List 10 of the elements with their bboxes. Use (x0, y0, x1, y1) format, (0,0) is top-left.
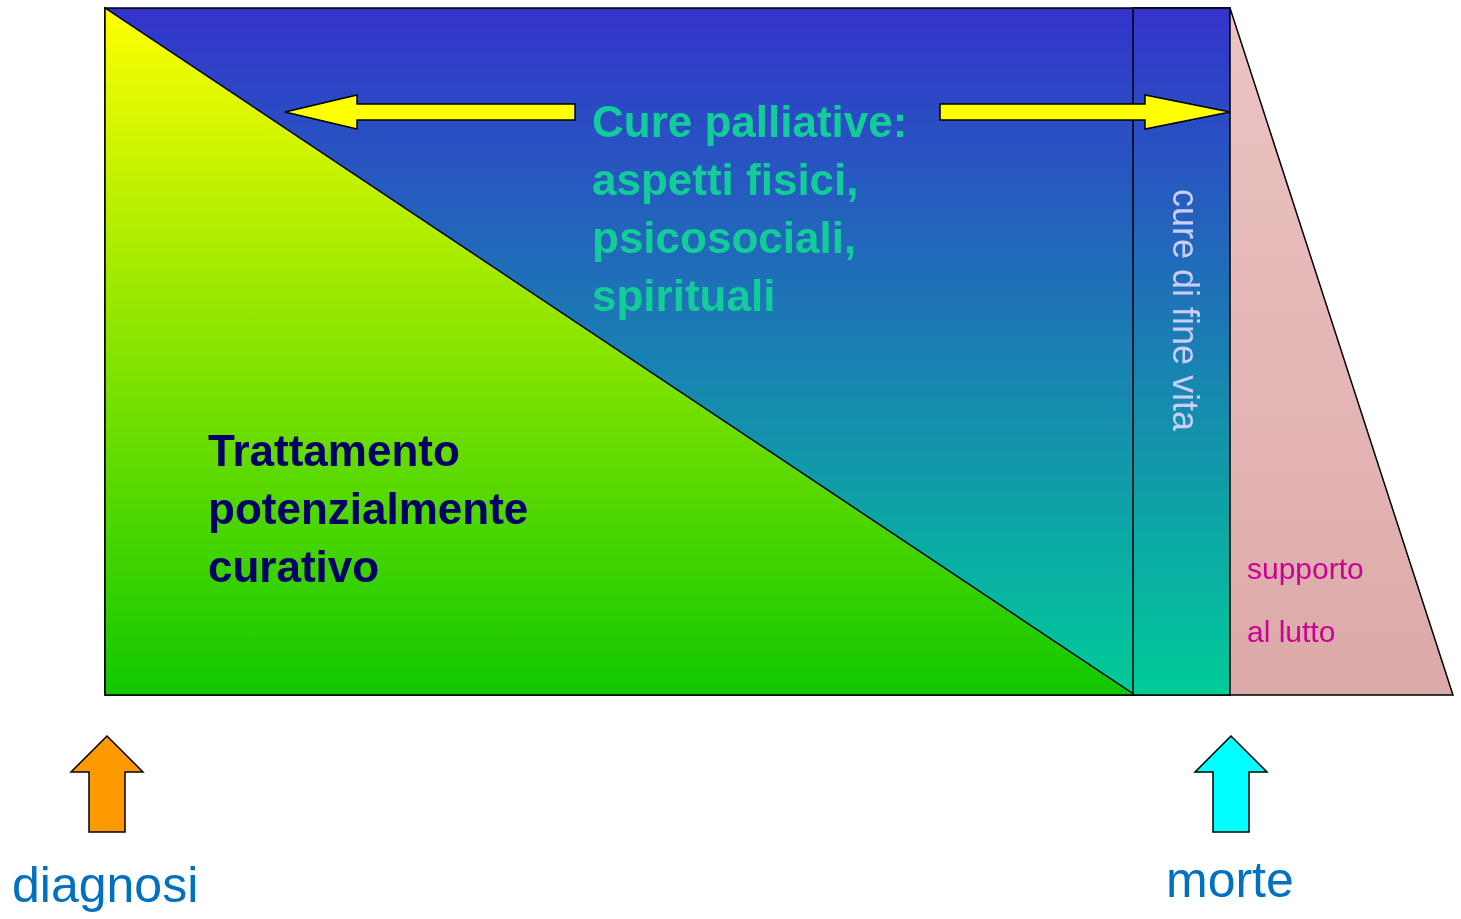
timeline-label: diagnosi (12, 856, 200, 915)
area-heading: Cure palliative: aspetti fisici, psicosociali, spirituali (592, 96, 909, 322)
timeline-label: morte (1166, 851, 1295, 910)
column-label: cure di fine vita (1165, 187, 1205, 434)
direction-arrow (284, 94, 576, 130)
up-arrow (69, 734, 145, 833)
area-label: supporto al lutto (1247, 551, 1365, 650)
up-arrow (1193, 734, 1269, 833)
direction-arrow (939, 94, 1231, 130)
area-heading: Trattamento potenzialmente curativo (208, 425, 530, 593)
